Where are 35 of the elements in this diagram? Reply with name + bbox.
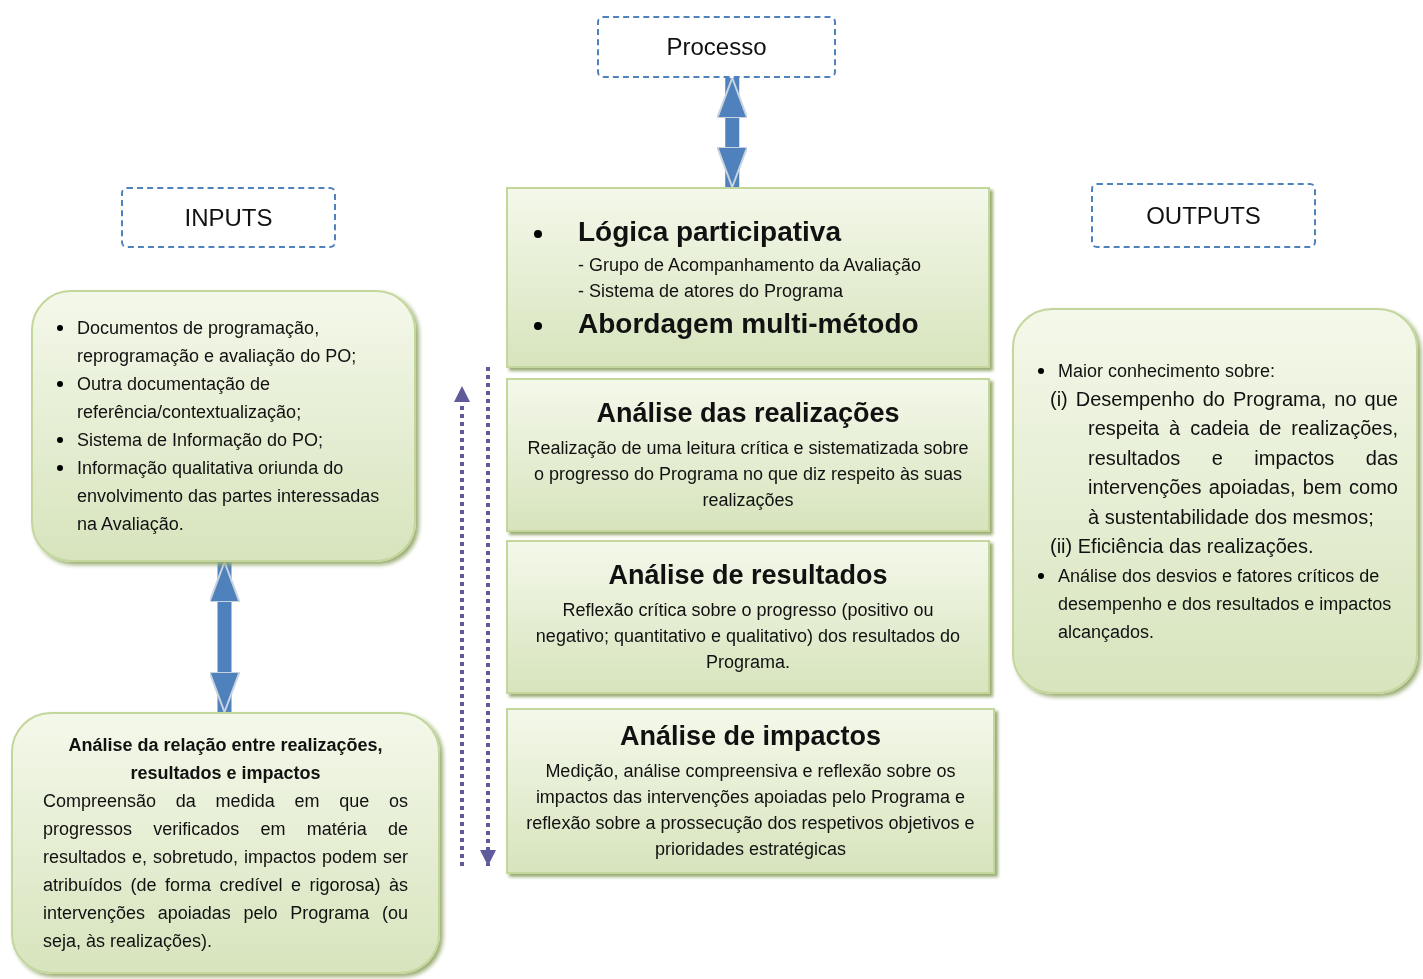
list-item: (ii) Eficiência das realizações. [1049, 534, 1315, 559]
box-text: Reflexão crítica sobre o progresso (positivo ou negativo; quantitativo e qualitativo) dos resultados do Programa. [534, 598, 962, 674]
box-text: Medição, análise compreensiva e reflexão sobre os impactos das intervenções apoiadas pelo Programa e reflexão sobre a prossecução dos respetivos objetivos e prioridades estratégicas [526, 759, 975, 861]
box-label: Processo [666, 33, 767, 61]
box-text: Compreensão da medida em que os progressos verificados em matéria de resultados e, sobretudo, impactos podem ser atribuídos (de forma credível e rigorosa) às intervenções apoiadas pelo Programa (ou seja, às realizações). [42, 790, 409, 953]
process-box [506, 708, 995, 874]
process-box [506, 187, 990, 368]
process-box [506, 378, 990, 532]
bullet-item: Informação qualitativa oriunda do envolvimento das partes interessadas na Avaliação. [51, 454, 396, 538]
dashed-label-box [1091, 183, 1316, 248]
bullet-heading: Abordagem multi-método [526, 307, 970, 340]
rounded-box [1012, 308, 1418, 694]
bullet-item: Outra documentação de referência/contextualização; [51, 370, 396, 426]
sub-item: - Grupo de Acompanhamento da Avaliação [577, 253, 922, 277]
bullet-item: Documentos de programação, reprogramação e avaliação do PO; [51, 314, 396, 370]
box-heading: Análise da relação entre realizações, resultados e impactos [67, 734, 384, 785]
dashed-label-box [121, 187, 336, 248]
process-box [506, 540, 990, 694]
box-heading: Análise das realizações [595, 397, 901, 429]
box-heading: Análise de resultados [607, 559, 889, 591]
sub-item: - Sistema de atores do Programa [577, 279, 845, 303]
box-heading: Análise de impactos [618, 720, 883, 752]
bullet-item: Maior conhecimento sobre: [1032, 356, 1398, 385]
bullet-heading: Lógica participativa [526, 215, 970, 248]
dashed-label-box [597, 16, 836, 78]
box-text: Realização de uma leitura crítica e sistematizada sobre o progresso do Programa no que diz respeito às suas realizações [526, 436, 970, 512]
list-item: (i) Desempenho do Programa, no que respeita à cadeia de realizações, resultados e impactos das intervenções apoiadas, bem como à sustentabilidade dos mesmos; [1049, 386, 1398, 530]
box-label: OUTPUTS [1146, 201, 1261, 230]
bullet-item: Análise dos desvios e fatores críticos de desempenho e dos resultados e impactos alcançados. [1032, 561, 1398, 646]
rounded-box [31, 290, 416, 562]
box-label: INPUTS [184, 203, 273, 232]
double-arrow [208, 561, 241, 713]
bullet-item: Sistema de Informação do PO; [51, 426, 396, 454]
double-arrow [716, 77, 749, 188]
rounded-box [11, 712, 440, 974]
